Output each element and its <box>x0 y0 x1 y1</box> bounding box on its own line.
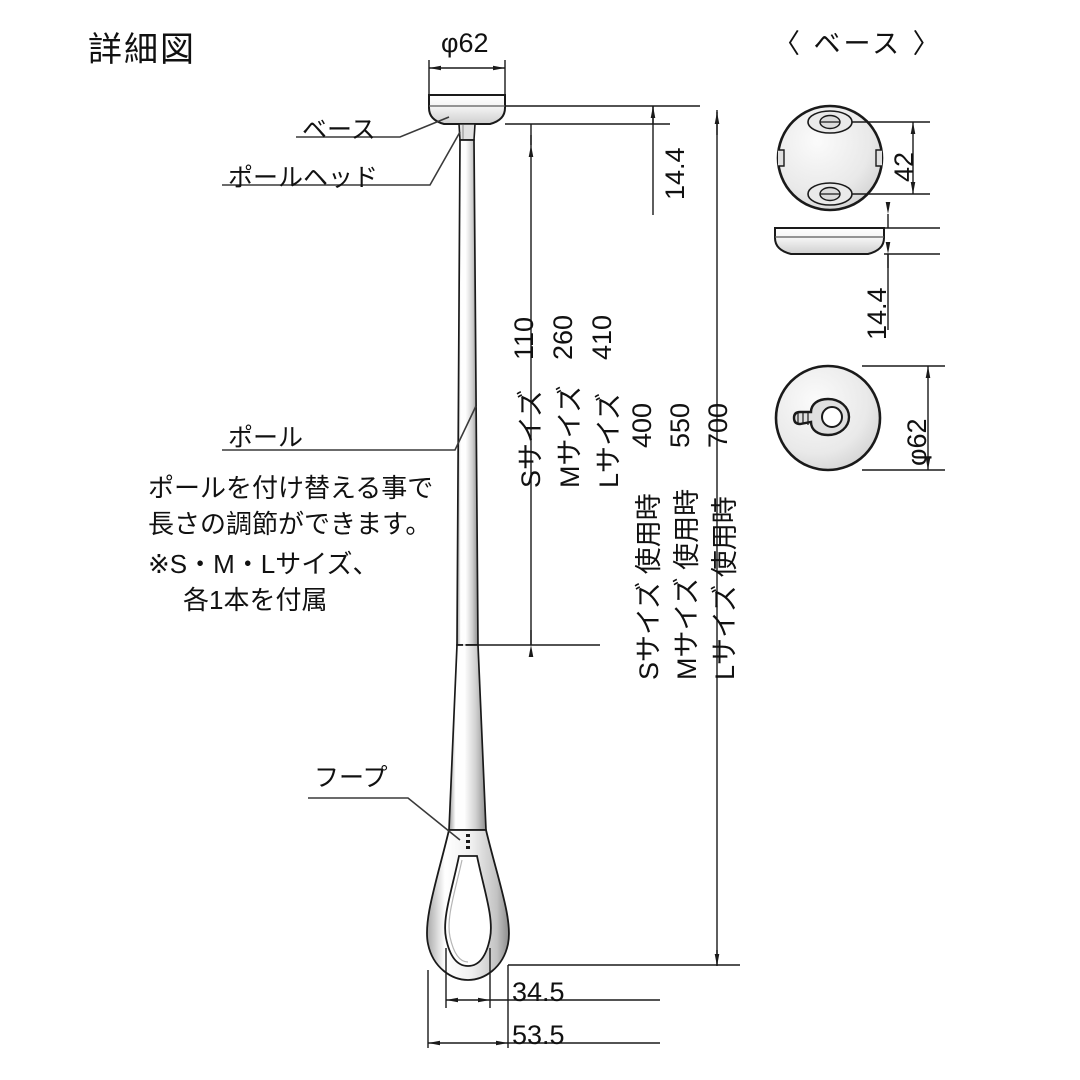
base-top-view <box>776 104 930 212</box>
pole-length-value-m: 260 <box>548 314 578 360</box>
callout-pole: ポール <box>228 424 304 452</box>
dim-phi62-top: φ62 <box>441 28 489 58</box>
callout-leaders <box>222 116 477 841</box>
dim-14-4-main: 14.4 <box>660 147 690 200</box>
pole-head <box>458 123 476 141</box>
dimension-total-length <box>508 110 740 966</box>
page-title: 詳細図 <box>88 31 196 69</box>
dimension-bottom <box>427 948 660 1048</box>
pole-length-label-s: Sサイズ <box>516 389 546 488</box>
dim-53-5: 53.5 <box>512 1020 565 1050</box>
total-length-value-m: 550 <box>665 402 695 448</box>
total-length-label-m: Mサイズ 使用時 <box>672 488 702 680</box>
dim-base-top-42: 42 <box>889 151 919 182</box>
dimension-14-4-main <box>505 105 700 215</box>
base-section-title: 〈 ベース 〉 <box>773 29 943 59</box>
base-bottom-view <box>774 364 945 472</box>
total-length-label-l: Lサイズ 使用時 <box>710 496 740 680</box>
hoop-marking <box>466 834 470 849</box>
dimension-phi62-top <box>428 60 506 100</box>
total-length-label-s: Sサイズ 使用時 <box>634 493 664 680</box>
note-line-4: 各1本を付属 <box>183 585 328 615</box>
pole-length-label-l: Lサイズ <box>594 392 624 488</box>
dimension-pole-length <box>478 124 600 657</box>
base-side-view <box>774 202 940 330</box>
callout-base: ベース <box>302 116 376 144</box>
hoop-loop <box>426 829 510 981</box>
note-line-2: 長さの調節ができます。 <box>148 509 432 539</box>
dim-base-bottom-phi62: φ62 <box>902 418 932 466</box>
note-line-1: ポールを付け替える事で <box>148 473 434 503</box>
pole-rod <box>448 139 487 831</box>
total-length-value-s: 400 <box>627 402 657 448</box>
pole-length-value-l: 410 <box>587 314 617 360</box>
total-length-value-l: 700 <box>703 402 733 448</box>
callout-hoop: フープ <box>314 764 388 792</box>
dim-34-5: 34.5 <box>512 977 565 1007</box>
pole-length-label-m: Mサイズ <box>555 385 585 488</box>
callout-pole-head: ポールヘッド <box>228 164 379 192</box>
dim-base-side-14-4: 14.4 <box>862 287 892 340</box>
note-line-3: ※S・M・Lサイズ、 <box>148 549 379 579</box>
pole-length-value-s: 110 <box>509 316 539 360</box>
